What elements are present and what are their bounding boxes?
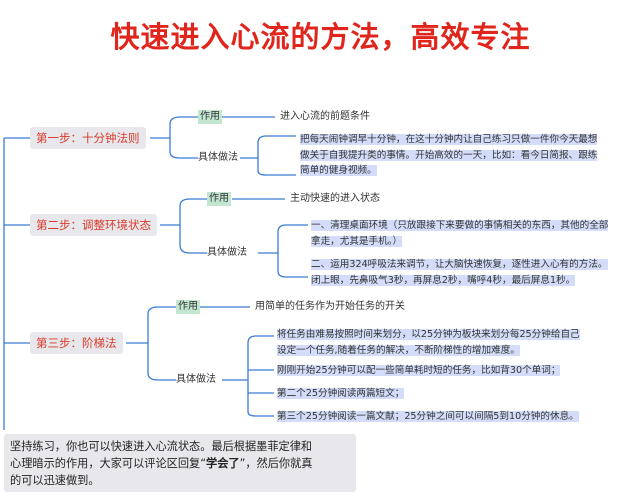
footer-line-1: 坚持练习，你也可以快速进入心流状态。最后根据墨菲定律和 (10, 440, 313, 453)
footer-line-2: 心理暗示的作用，大家可以评论区回复“学会了”，然后你就真 (10, 457, 313, 470)
step-2-zuoyong-text: 主动快速的进入状态 (290, 193, 380, 204)
step-1-label: 第一步：十分钟法则 (30, 127, 146, 149)
step-3-label: 第三步：阶梯法 (30, 332, 123, 354)
step-3-item-4: 第三个25分钟阅读一篇文献；25分钟之间可以间隔5到10分钟的休息。 (277, 411, 579, 422)
step-3-item-1: 将任务由难易按照时间来划分，以25分钟为板块来划分每25分钟给自己 设定一个任务… (277, 329, 580, 356)
footer-note: 坚持练习，你也可以快速进入心流状态。最后根据墨菲定律和 心理暗示的作用，大家可以… (4, 434, 356, 492)
step-2-label: 第二步：调整环境状态 (30, 214, 157, 236)
step-1-zuoyong-text: 进入心流的前题条件 (280, 111, 370, 122)
step-1-zuofa-label: 具体做法 (198, 152, 238, 163)
step-3-item-2: 刚刚开始25分钟可以配一些简单耗时短的任务，比如背30个单词； (277, 365, 561, 376)
step-1-zuoyong-label: 作用 (198, 110, 222, 124)
step-3-zuofa-label: 具体做法 (176, 374, 216, 385)
step-3-item-3: 第二个25分钟阅读两篇短文； (277, 388, 405, 399)
step-3-zuoyong-label: 作用 (176, 300, 200, 314)
step-3-zuoyong-text: 用简单的任务作为开始任务的开关 (255, 301, 405, 312)
step-2-item-1: 一、清理桌面环境（只放跟接下来要做的事情相关的东西，其他的全部 拿走，尤其是手机… (311, 220, 609, 247)
step-2-item-2: 二、运用324呼吸法来调节，让大脑快速恢复，逐性进入心有的方法。 闭上眼，先鼻吸… (311, 259, 608, 286)
step-1-zuofa-text: 把每天闹钟调早十分钟，在这十分钟内让自己练习只做一件你今天最想 做关于自我提升类… (300, 134, 598, 176)
page-title: 快速进入心流的方法，高效专注 (110, 20, 531, 54)
step-2-zuoyong-label: 作用 (207, 192, 231, 206)
step-2-zuofa-label: 具体做法 (207, 247, 247, 258)
footer-line-3: 的可以迅速做到。 (10, 474, 100, 487)
footer-highlight: 学会了 (206, 457, 240, 470)
